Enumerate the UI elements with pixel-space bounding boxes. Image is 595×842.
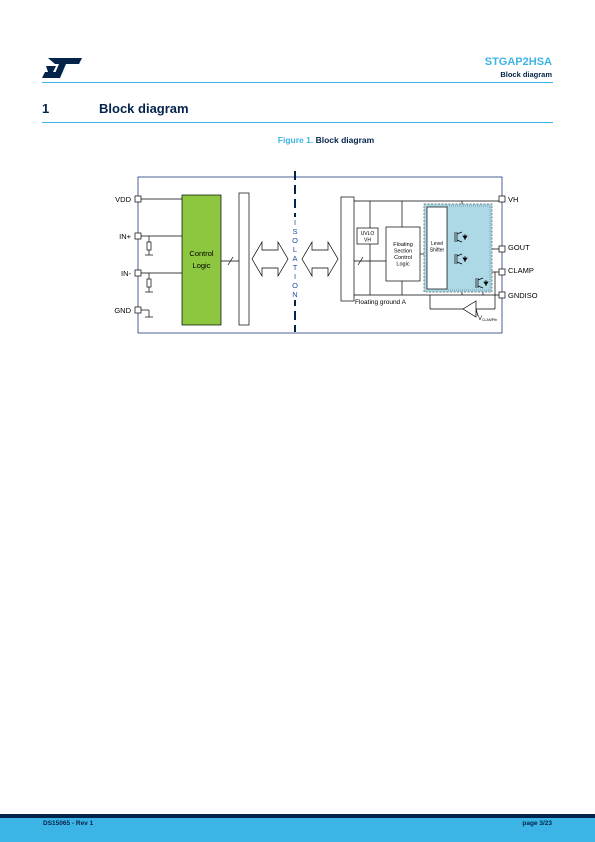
isolation-letter-1: I xyxy=(294,218,296,227)
pin-box-in-plus xyxy=(134,232,142,240)
isolation-letter-6: T xyxy=(293,263,298,272)
footer-document-id: DS15065 - Rev 1 xyxy=(43,820,94,827)
left-double-arrow-icon xyxy=(251,240,289,278)
isolation-letter-7: I xyxy=(294,272,296,281)
isolation-letter-4: L xyxy=(293,245,297,254)
right-interface-bar xyxy=(340,196,355,302)
document-title: STGAP2HSA xyxy=(484,56,552,68)
control-logic-label-line1: Control xyxy=(189,249,214,258)
block-diagram: VDD IN+ IN- GND Control Logic I S O L xyxy=(114,171,538,334)
floating-section-label-line2: Section xyxy=(394,249,412,255)
pin-in-minus: IN- xyxy=(121,269,132,278)
section-number: 1 xyxy=(42,101,50,116)
st-logo-icon xyxy=(42,58,82,78)
header-rule xyxy=(42,82,553,83)
isolation-letter-5: A xyxy=(292,254,297,263)
figure-name: Block diagram xyxy=(315,135,375,145)
floating-section-label-line4: Logic xyxy=(396,262,409,268)
footer-dark-stripe xyxy=(0,814,595,818)
isolation-letter-9: N xyxy=(292,290,297,299)
section-rule xyxy=(42,122,553,123)
pin-box-gndiso xyxy=(498,291,506,299)
uvlo-label-line2: VH xyxy=(364,238,371,244)
figure-caption: Figure 1. Block diagram xyxy=(0,135,595,145)
control-logic-label-line2: Logic xyxy=(193,261,211,270)
right-double-arrow-icon xyxy=(301,240,339,278)
vclamp-label: VCLAMPth xyxy=(478,316,497,322)
isolation-letter-2: S xyxy=(292,227,297,236)
isolation-letter-8: O xyxy=(292,281,298,290)
level-shifter-block xyxy=(426,206,448,290)
clamp-transistor-icon xyxy=(475,277,489,289)
floating-ground-label: Floating ground A xyxy=(355,299,407,306)
pin-vh: VH xyxy=(508,195,518,204)
floating-section-label-line1: Floating xyxy=(393,242,413,248)
left-interface-bar xyxy=(238,192,250,326)
pin-box-in-minus xyxy=(134,269,142,277)
pin-box-vh xyxy=(498,195,506,203)
pin-vdd: VDD xyxy=(115,195,131,204)
isolation-letter-3: O xyxy=(292,236,298,245)
floating-section-block xyxy=(385,226,421,282)
section-title: Block diagram xyxy=(99,101,189,116)
pin-gnd: GND xyxy=(114,306,131,315)
pin-gndiso: GNDISO xyxy=(508,291,538,300)
pin-box-vdd xyxy=(134,195,142,203)
vclamp-symbol: V xyxy=(478,316,482,322)
footer-band xyxy=(0,818,595,842)
uvlo-block xyxy=(356,227,379,245)
isolation-label: I S O L A T I O N xyxy=(290,217,300,300)
uvlo-label-line1: UVLO xyxy=(361,231,375,237)
pin-box-gnd xyxy=(134,306,142,314)
pin-in-plus: IN+ xyxy=(119,232,132,241)
footer-page-number: page 3/23 xyxy=(522,820,552,827)
level-shifter-label-line1: Level xyxy=(431,241,443,247)
pin-clamp: CLAMP xyxy=(508,266,534,275)
figure-label: Figure 1. xyxy=(277,135,314,145)
floating-section-label-line3: Control xyxy=(394,255,412,261)
left-pins: VDD IN+ IN- GND xyxy=(114,195,142,315)
pin-box-gout xyxy=(498,245,506,253)
clamp-comparator-icon xyxy=(462,300,477,318)
level-shifter-label-line2: Shifter xyxy=(430,248,445,254)
vclamp-subscript: CLAMPth xyxy=(482,318,497,322)
pin-gout: GOUT xyxy=(508,243,530,252)
low-side-transistor-icon xyxy=(454,253,468,265)
left-wiring xyxy=(141,198,239,318)
diagram-frame xyxy=(137,176,503,334)
document-subtitle: Block diagram xyxy=(500,70,552,79)
right-pins: VH GOUT CLAMP GNDISO xyxy=(498,195,538,300)
control-logic-block xyxy=(181,194,222,326)
pin-box-clamp xyxy=(498,268,506,276)
high-side-transistor-icon xyxy=(454,231,468,243)
